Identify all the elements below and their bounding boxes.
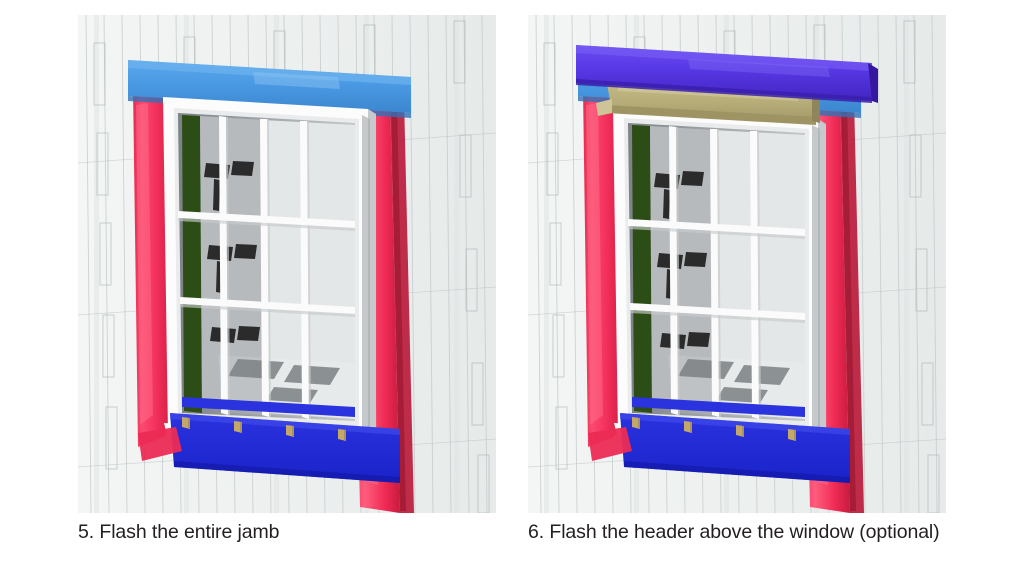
window-assembly (163, 97, 376, 455)
sill-flashing-inner (182, 397, 355, 417)
step-5-svg (78, 15, 496, 513)
caption-step-6: 6. Flash the header above the window (op… (528, 521, 940, 543)
muntins (669, 126, 759, 419)
interior-wall-strip (182, 115, 202, 413)
step-6-svg (528, 15, 946, 513)
top-flashing-membrane (576, 45, 878, 103)
interior-wall-strip (632, 125, 652, 413)
caption-step-5: 5. Flash the entire jamb (78, 521, 280, 543)
muntins (219, 116, 309, 419)
window-assembly (613, 107, 826, 455)
sill-flashing-inner (632, 397, 805, 417)
illustration-step-6 (528, 15, 946, 513)
illustration-step-5 (78, 15, 496, 513)
